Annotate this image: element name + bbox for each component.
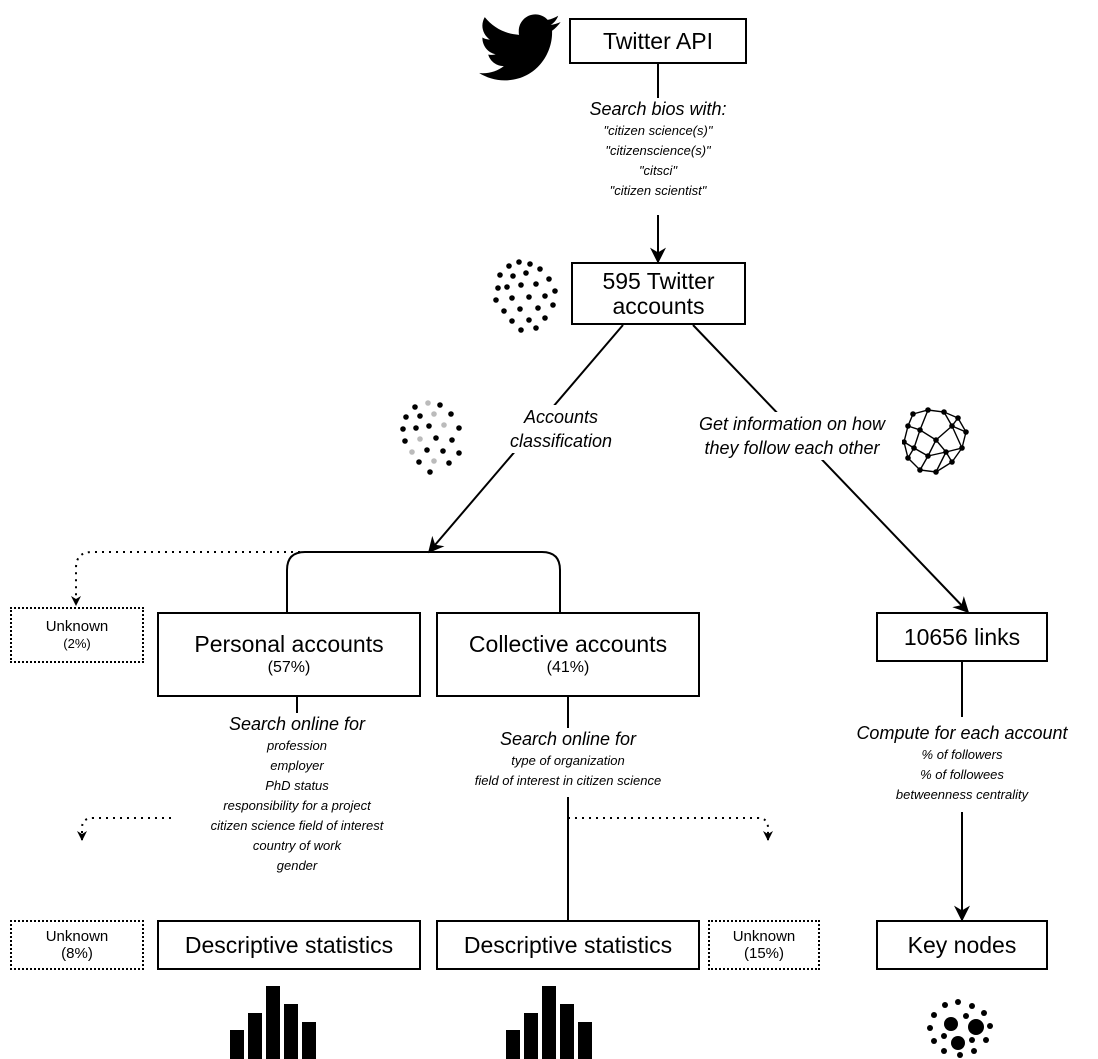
classification-line2: classification xyxy=(509,431,613,451)
descriptive-statistics-label: Descriptive statistics xyxy=(184,931,394,958)
collective-search-heading: Search online for xyxy=(499,729,637,749)
unknown-personal-box: Unknown (8%) xyxy=(10,920,144,970)
collective-search-item: type of organization xyxy=(511,753,625,768)
compute-item: % of followees xyxy=(920,767,1004,782)
search-term: "citizenscience(s)" xyxy=(605,143,711,158)
key-nodes-icon xyxy=(927,999,993,1058)
personal-search-item: employer xyxy=(270,758,324,773)
compute-label: Compute for each account % of followers … xyxy=(842,722,1082,805)
unknown-pct: (15%) xyxy=(743,945,784,962)
compute-item: betweenness centrality xyxy=(895,787,1029,802)
unknown-pct: (8%) xyxy=(61,945,93,962)
search-term: "citsci" xyxy=(638,163,678,178)
unknown-label: Unknown xyxy=(45,618,109,635)
accounts-line1: 595 Twitter xyxy=(602,267,715,294)
collective-search-label: Search online for type of organization f… xyxy=(453,728,683,791)
personal-search-item: citizen science field of interest xyxy=(210,818,384,833)
search-bios-heading: Search bios with: xyxy=(589,99,727,119)
twitter-api-label: Twitter API xyxy=(603,27,713,54)
personal-search-item: country of work xyxy=(252,838,342,853)
search-term: "citizen scientist" xyxy=(609,183,707,198)
collective-accounts-pct: (41%) xyxy=(546,659,590,676)
twitter-accounts-node: 595 Twitter accounts xyxy=(571,262,746,325)
accounts-line2: accounts xyxy=(612,292,705,319)
personal-search-item: PhD status xyxy=(265,778,329,793)
compute-item: % of followers xyxy=(921,747,1003,762)
links-label: 10656 links xyxy=(903,623,1021,650)
key-nodes-label: Key nodes xyxy=(907,931,1017,958)
collective-search-item: field of interest in citizen science xyxy=(474,773,662,788)
network-icon xyxy=(901,407,969,475)
follow-info-label: Get information on how they follow each … xyxy=(682,412,902,460)
search-bios-label: Search bios with: "citizen science(s)" "… xyxy=(548,98,768,201)
unknown-label: Unknown xyxy=(732,928,796,945)
personal-accounts-title: Personal accounts xyxy=(194,631,384,657)
key-nodes-node: Key nodes xyxy=(876,920,1048,970)
descriptive-statistics-label: Descriptive statistics xyxy=(463,931,673,958)
collective-accounts-title: Collective accounts xyxy=(468,631,668,657)
collective-accounts-node: Collective accounts (41%) xyxy=(436,612,700,697)
bar-chart-icon xyxy=(230,986,316,1059)
descriptive-statistics-collective-node: Descriptive statistics xyxy=(436,920,700,970)
personal-accounts-pct: (57%) xyxy=(267,659,311,676)
personal-search-heading: Search online for xyxy=(228,714,366,734)
personal-search-item: profession xyxy=(267,738,327,753)
classification-line1: Accounts xyxy=(523,407,599,427)
unknown-classification-box: Unknown (2%) xyxy=(10,607,144,663)
personal-search-item: responsibility for a project xyxy=(223,798,371,813)
classification-label: Accounts classification xyxy=(486,405,636,453)
follow-info-line1: Get information on how xyxy=(698,414,886,434)
personal-search-label: Search online for profession employer Ph… xyxy=(172,713,422,876)
descriptive-statistics-personal-node: Descriptive statistics xyxy=(157,920,421,970)
compute-heading: Compute for each account xyxy=(856,723,1068,743)
links-node: 10656 links xyxy=(876,612,1048,662)
personal-search-item: gender xyxy=(276,858,318,873)
dotted-connectors xyxy=(71,551,773,841)
follow-info-line2: they follow each other xyxy=(704,438,880,458)
unknown-label: Unknown xyxy=(45,928,109,945)
twitter-api-node: Twitter API xyxy=(569,18,747,64)
search-term: "citizen science(s)" xyxy=(603,123,713,138)
bar-chart-icon xyxy=(506,986,592,1059)
personal-accounts-node: Personal accounts (57%) xyxy=(157,612,421,697)
classified-dots-icon xyxy=(400,400,462,475)
twitter-bird-icon xyxy=(478,14,561,81)
dots-cloud-icon xyxy=(493,259,558,333)
unknown-pct: (2%) xyxy=(63,636,91,651)
unknown-collective-box: Unknown (15%) xyxy=(708,920,820,970)
